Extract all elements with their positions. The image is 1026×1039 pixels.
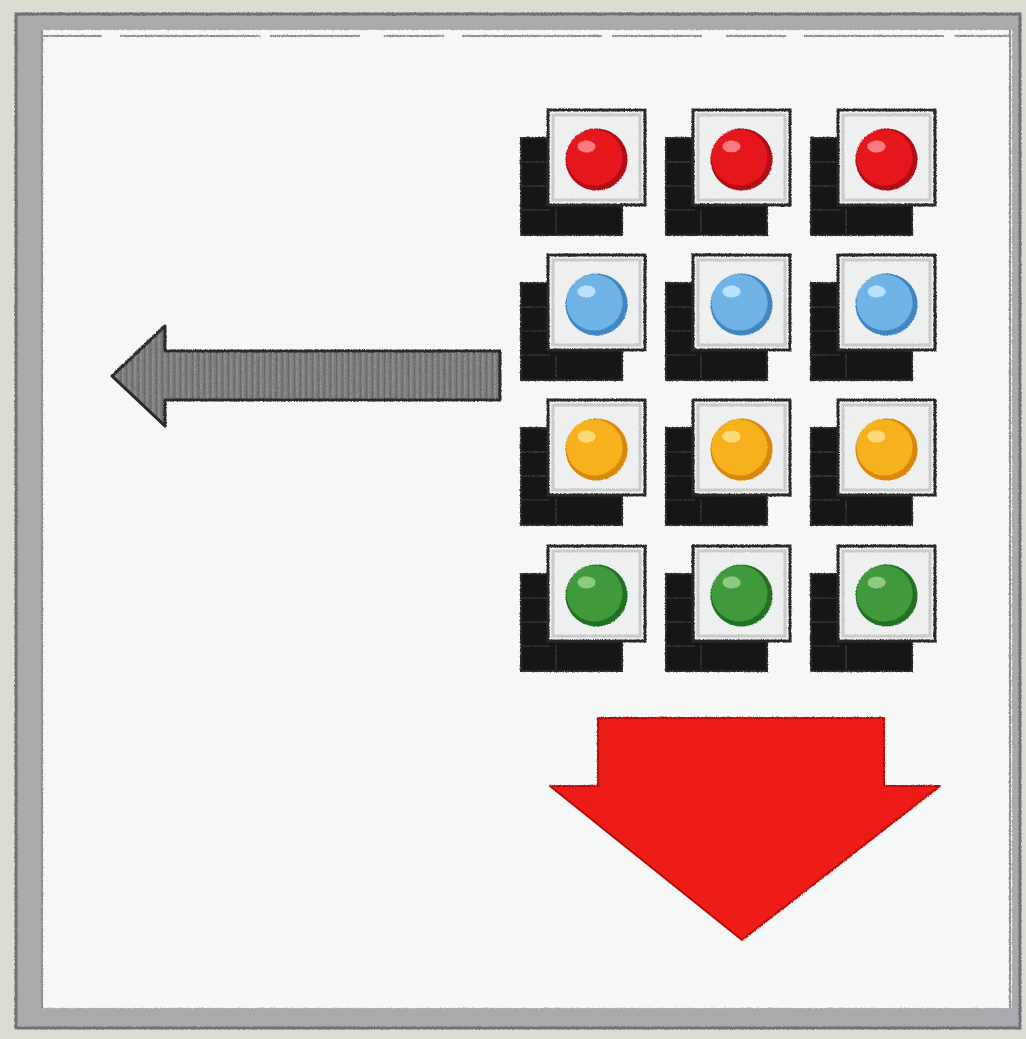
marble-highlight	[868, 577, 886, 589]
marble-body	[712, 566, 768, 622]
marble-body	[567, 275, 623, 331]
marble-highlight	[868, 286, 886, 298]
marble-highlight	[578, 577, 596, 589]
marble-body	[567, 420, 623, 476]
marble-highlight	[868, 141, 886, 153]
marble-body	[857, 275, 913, 331]
marble-highlight	[578, 141, 596, 153]
marble-highlight	[723, 577, 741, 589]
marble-body	[567, 566, 623, 622]
marble-highlight	[723, 286, 741, 298]
marble-body	[567, 130, 623, 186]
marble-body	[857, 566, 913, 622]
marble-body	[712, 420, 768, 476]
marble-highlight	[578, 431, 596, 443]
marble-highlight	[723, 141, 741, 153]
marble-body	[712, 130, 768, 186]
marble-highlight	[723, 431, 741, 443]
marble-body	[857, 130, 913, 186]
marble-highlight	[868, 431, 886, 443]
marble-body	[857, 420, 913, 476]
marble-highlight	[578, 286, 596, 298]
marble-body	[712, 275, 768, 331]
